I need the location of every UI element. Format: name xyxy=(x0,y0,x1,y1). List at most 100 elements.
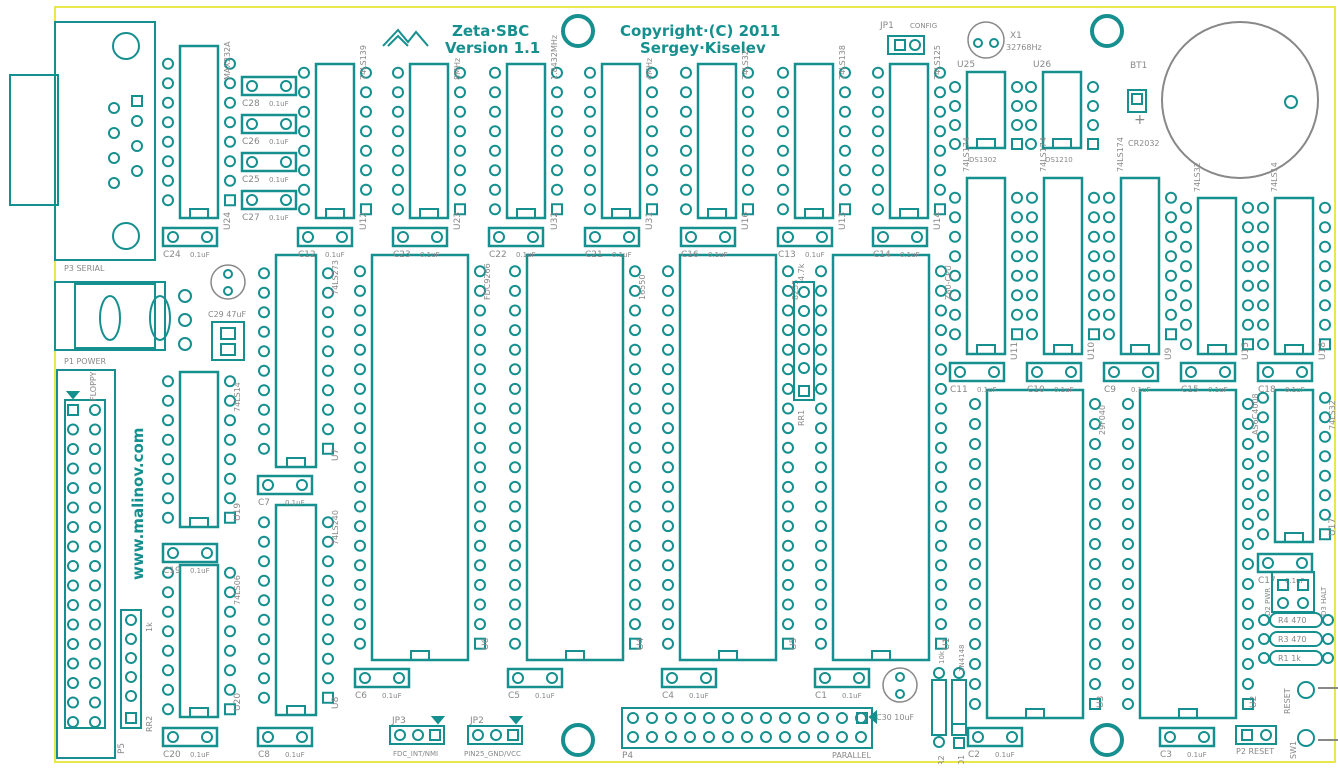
pin xyxy=(662,500,674,513)
pin xyxy=(1164,731,1176,743)
pin-square xyxy=(629,637,641,650)
pin xyxy=(162,453,174,466)
pin xyxy=(167,231,179,243)
pin-square xyxy=(1087,138,1099,150)
pin xyxy=(1257,240,1269,253)
pin xyxy=(798,286,810,298)
pin xyxy=(474,480,486,493)
pin xyxy=(629,578,641,591)
pin xyxy=(296,479,308,491)
pin xyxy=(779,712,791,724)
pin xyxy=(162,625,174,638)
pin xyxy=(949,269,961,282)
pin xyxy=(935,500,947,513)
pin xyxy=(1242,279,1254,292)
pin xyxy=(1122,438,1134,450)
pin xyxy=(949,230,961,243)
pin xyxy=(839,183,851,196)
pin xyxy=(777,66,789,79)
pin xyxy=(662,461,674,474)
capacitor-ref-label: C1 xyxy=(815,691,827,701)
pin xyxy=(397,231,409,243)
pin xyxy=(817,712,829,724)
pin-square xyxy=(1319,338,1331,351)
pin xyxy=(1089,458,1101,470)
pin xyxy=(782,480,794,493)
resistor-network-rr1 xyxy=(793,281,815,401)
pin xyxy=(509,422,521,435)
pin xyxy=(969,538,981,550)
capacitor-ref-label: C4 xyxy=(662,691,674,701)
ic-ref-label: U13 xyxy=(838,212,848,230)
ic-ref-label: U25 xyxy=(957,60,975,70)
pin xyxy=(489,183,501,196)
pin xyxy=(322,672,334,685)
pin xyxy=(551,144,563,157)
pin xyxy=(354,578,366,591)
pin xyxy=(1025,100,1037,112)
pin xyxy=(67,657,79,670)
pin xyxy=(934,105,946,118)
ic-ref-label: U12 xyxy=(359,212,369,230)
pin xyxy=(816,231,828,243)
pin xyxy=(67,716,79,728)
pin xyxy=(354,539,366,552)
capacitor-value-label: 0.1uF xyxy=(1285,386,1305,394)
pin xyxy=(67,501,79,514)
pin xyxy=(969,698,981,710)
label-d1-val: 1N4148 xyxy=(958,644,966,672)
capacitor-value-label: 0.1uF xyxy=(190,751,210,759)
pin xyxy=(584,66,596,79)
pin xyxy=(489,66,501,79)
pin xyxy=(509,500,521,513)
floppy-connector xyxy=(56,369,116,759)
pin xyxy=(798,362,810,374)
pin xyxy=(935,559,947,572)
capacitor-ref-label: C10 xyxy=(1027,385,1045,395)
ic-part-label: 74LS273 xyxy=(331,260,340,295)
pin xyxy=(1257,489,1269,502)
pin xyxy=(489,144,501,157)
ic-ref-label: U10 xyxy=(1087,342,1097,360)
pin xyxy=(201,731,213,743)
pin xyxy=(224,492,236,505)
pin xyxy=(719,231,731,243)
pin xyxy=(67,618,79,631)
pin xyxy=(629,402,641,415)
pin xyxy=(584,164,596,177)
pin xyxy=(392,164,404,177)
pin xyxy=(629,343,641,356)
pin xyxy=(1026,289,1038,302)
pin xyxy=(665,712,677,724)
pin xyxy=(1257,508,1269,521)
pin xyxy=(67,443,79,455)
ic-part-label: AS6C4008 xyxy=(1251,393,1260,435)
pin xyxy=(629,598,641,611)
pin xyxy=(742,86,754,99)
pin xyxy=(280,156,292,168)
pin xyxy=(551,183,563,196)
pin xyxy=(1088,250,1100,263)
pin xyxy=(662,402,674,415)
pin xyxy=(67,677,79,689)
label-d1: D1 xyxy=(957,755,966,764)
pin xyxy=(162,96,174,109)
pin xyxy=(969,638,981,650)
reset-switch xyxy=(1297,681,1338,747)
pin xyxy=(949,308,961,321)
ic-part-label: 74LS174 xyxy=(1116,137,1125,172)
pin xyxy=(815,500,827,513)
pin xyxy=(1242,221,1254,234)
pin xyxy=(89,560,101,572)
pin xyxy=(700,672,712,684)
pin xyxy=(1242,598,1254,610)
pin xyxy=(1257,318,1269,331)
pin xyxy=(935,520,947,533)
pin xyxy=(224,394,236,407)
pin xyxy=(224,644,236,657)
